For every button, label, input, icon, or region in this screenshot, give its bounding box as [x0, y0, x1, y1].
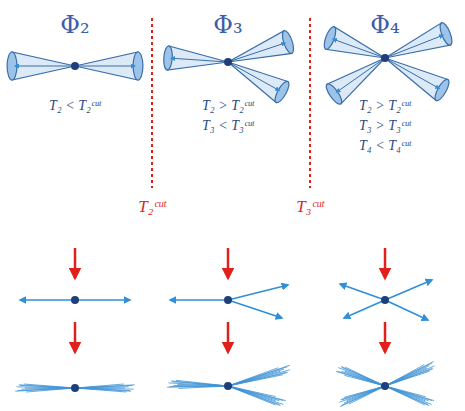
cut-condition: T₃ < T₃ᶜᵘᵗ: [202, 118, 254, 134]
particle-track: [228, 386, 286, 401]
parton-arrow: [170, 299, 228, 301]
red-arrow: [74, 322, 77, 352]
parton-arrow: [385, 280, 432, 300]
jet-axis: [171, 58, 228, 62]
particle-sprays: [15, 362, 434, 407]
particle-track: [75, 388, 131, 391]
cone-mouth: [322, 25, 338, 50]
vertex-dot: [381, 382, 389, 390]
red-arrow: [384, 322, 387, 352]
jet-axis: [228, 43, 285, 62]
cone-mouth: [273, 79, 292, 104]
particle-track: [341, 366, 385, 386]
cone-mouth: [280, 29, 296, 54]
jet-axis: [336, 58, 385, 92]
cone-mouth: [324, 82, 345, 106]
parton-arrow: [20, 299, 75, 301]
red-arrow: [384, 248, 387, 278]
particle-track: [171, 381, 228, 386]
parton-arrow: [385, 300, 428, 320]
jet-cone: [75, 52, 138, 80]
jet-axis: [15, 66, 75, 67]
cut-divider: [151, 18, 153, 188]
cut-condition: T₂ < T₂ᶜᵘᵗ: [49, 98, 101, 114]
jet-axis: [75, 66, 135, 67]
cut-condition: T₂ > T₂ᶜᵘᵗ: [359, 98, 411, 114]
vertex-dot: [381, 54, 389, 62]
red-arrow: [227, 248, 230, 278]
vertex-dot: [224, 296, 232, 304]
particle-track: [385, 366, 434, 386]
parton-arrow: [344, 300, 385, 318]
jet-cone: [167, 46, 228, 70]
vertex-dot: [71, 62, 79, 70]
parton-arrow: [75, 299, 130, 301]
jet-axis: [333, 39, 385, 58]
cut-condition: T₂ > T₂ᶜᵘᵗ: [202, 98, 254, 114]
red-arrow: [227, 322, 230, 352]
particle-track: [385, 369, 433, 386]
vertex-dot: [71, 384, 79, 392]
cut-value: T₃ᶜᵘᵗ: [294, 197, 326, 217]
particle-track: [228, 365, 290, 386]
particle-track: [167, 386, 228, 387]
particle-track: [228, 373, 288, 386]
particle-track: [385, 362, 434, 386]
particle-track: [340, 386, 385, 407]
cut-value: T₂ᶜᵘᵗ: [136, 197, 168, 217]
jet-axis: [228, 62, 279, 91]
cut-divider: [309, 18, 311, 188]
parton-arrow: [228, 285, 288, 300]
vertex-dot: [224, 382, 232, 390]
phase-space-title: Φ₃: [213, 12, 242, 40]
cone-mouth: [438, 21, 455, 46]
vertex-dot: [71, 296, 79, 304]
vertex-dot: [224, 58, 232, 66]
particle-track: [75, 385, 135, 388]
particle-track: [339, 386, 385, 402]
particle-track: [228, 386, 280, 406]
particle-track: [15, 388, 75, 391]
particle-track: [228, 370, 290, 386]
parton-arrows: [20, 280, 432, 320]
jet-cone: [12, 52, 75, 80]
parton-arrow: [228, 300, 282, 318]
vertex-dot: [381, 296, 389, 304]
parton-arrow: [340, 284, 385, 300]
jet-axis: [385, 58, 439, 89]
particle-track: [385, 386, 434, 401]
phase-space-title: Φ₂: [60, 12, 89, 40]
particle-track: [385, 386, 429, 406]
particle-track: [19, 385, 75, 388]
particle-track: [341, 386, 385, 400]
cone-mouth: [432, 77, 451, 102]
particle-track: [336, 371, 385, 386]
phase-space-title: Φ₄: [370, 12, 399, 40]
cut-condition: T₃ > T₃ᶜᵘᵗ: [359, 118, 411, 134]
cut-condition: T₄ < T₄ᶜᵘᵗ: [359, 138, 411, 154]
red-arrow: [74, 248, 77, 278]
